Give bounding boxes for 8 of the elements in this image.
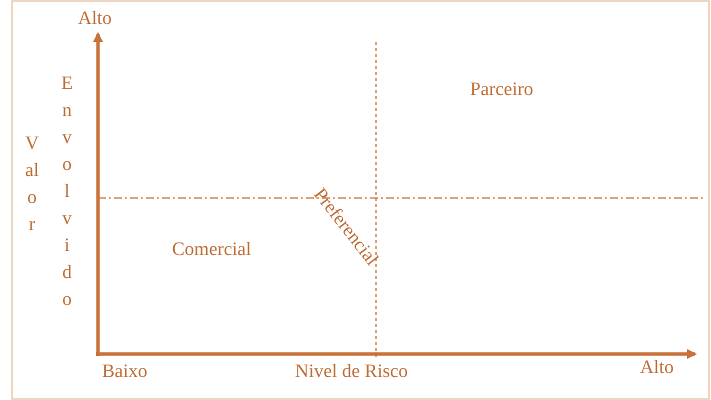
axis-end-label: Baixo (102, 362, 148, 381)
quadrant-label: Comercial (172, 240, 252, 259)
axis-title: Nivel de Risco (295, 362, 408, 381)
axis-end-label: Alto (78, 9, 112, 28)
quadrant-label: Parceiro (470, 80, 534, 99)
axis-title: Envolvido (60, 72, 74, 312)
axis-end-label: Alto (640, 358, 674, 377)
axis-title: Valor (25, 132, 39, 237)
